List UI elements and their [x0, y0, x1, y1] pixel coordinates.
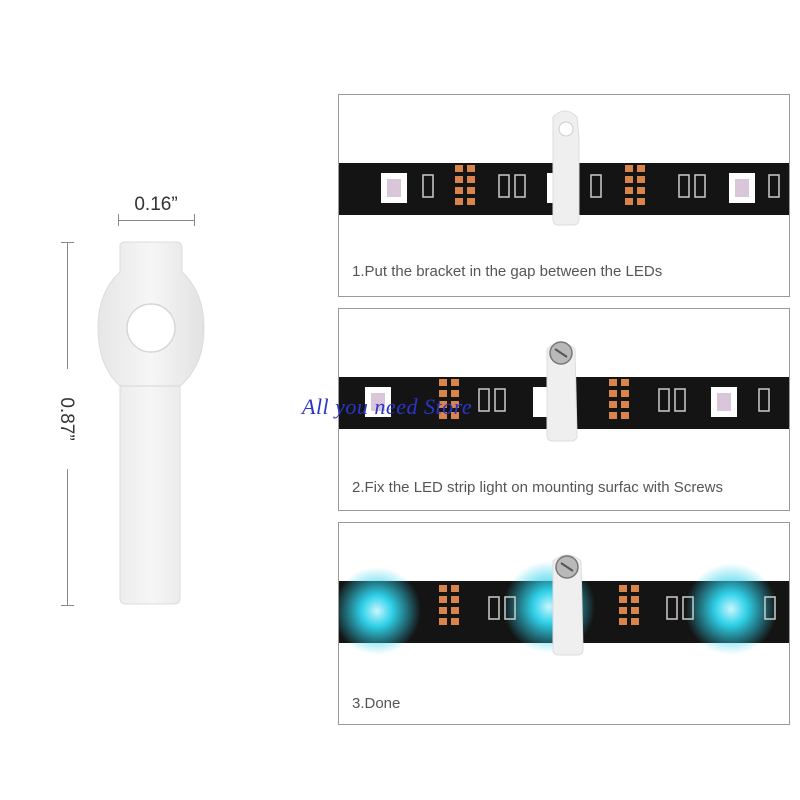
bracket-fixed — [552, 554, 584, 656]
height-tick-bottom — [61, 605, 74, 606]
step-2-caption: 2.Fix the LED strip light on mounting su… — [352, 479, 723, 496]
width-dimension-line — [118, 220, 194, 221]
height-label: 0.87” — [55, 369, 77, 469]
step-2-scene — [339, 341, 789, 442]
step-1-scene — [339, 110, 789, 226]
solder-pads — [439, 585, 639, 625]
resistors — [422, 174, 780, 198]
width-tick-right — [194, 214, 195, 226]
height-dimension: 0.87” — [40, 242, 90, 606]
bracket-in-gap — [552, 110, 580, 226]
step-3-scene — [339, 554, 789, 656]
led-chip — [381, 173, 407, 203]
bracket-hole — [558, 121, 574, 137]
step-1-panel: 1.Put the bracket in the gap between the… — [338, 94, 790, 297]
bracket-body — [97, 241, 205, 605]
step-1-caption: 1.Put the bracket in the gap between the… — [352, 263, 663, 280]
step-3-caption: 3.Done — [352, 695, 401, 712]
step-2-panel: 2.Fix the LED strip light on mounting su… — [338, 308, 790, 511]
resistors — [488, 596, 776, 620]
height-tick-top — [61, 242, 74, 243]
width-tick-left — [118, 214, 119, 226]
step-3-panel: 3.Done — [338, 522, 790, 725]
bracket-illustration — [97, 241, 205, 605]
led-chip — [729, 173, 755, 203]
solder-pads — [455, 165, 645, 205]
width-dimension: 0.16” — [114, 194, 198, 234]
led-chip — [711, 387, 737, 417]
store-watermark: All you need Store — [302, 394, 473, 419]
width-label: 0.16” — [134, 194, 178, 215]
led-glow — [685, 563, 777, 655]
solder-pads — [439, 379, 629, 419]
resistors — [478, 388, 770, 412]
led-glow — [339, 567, 421, 655]
screw-slot — [554, 348, 568, 358]
bracket-screw-hole — [126, 303, 176, 353]
led-chip — [365, 387, 391, 417]
screw-slot — [560, 562, 574, 572]
